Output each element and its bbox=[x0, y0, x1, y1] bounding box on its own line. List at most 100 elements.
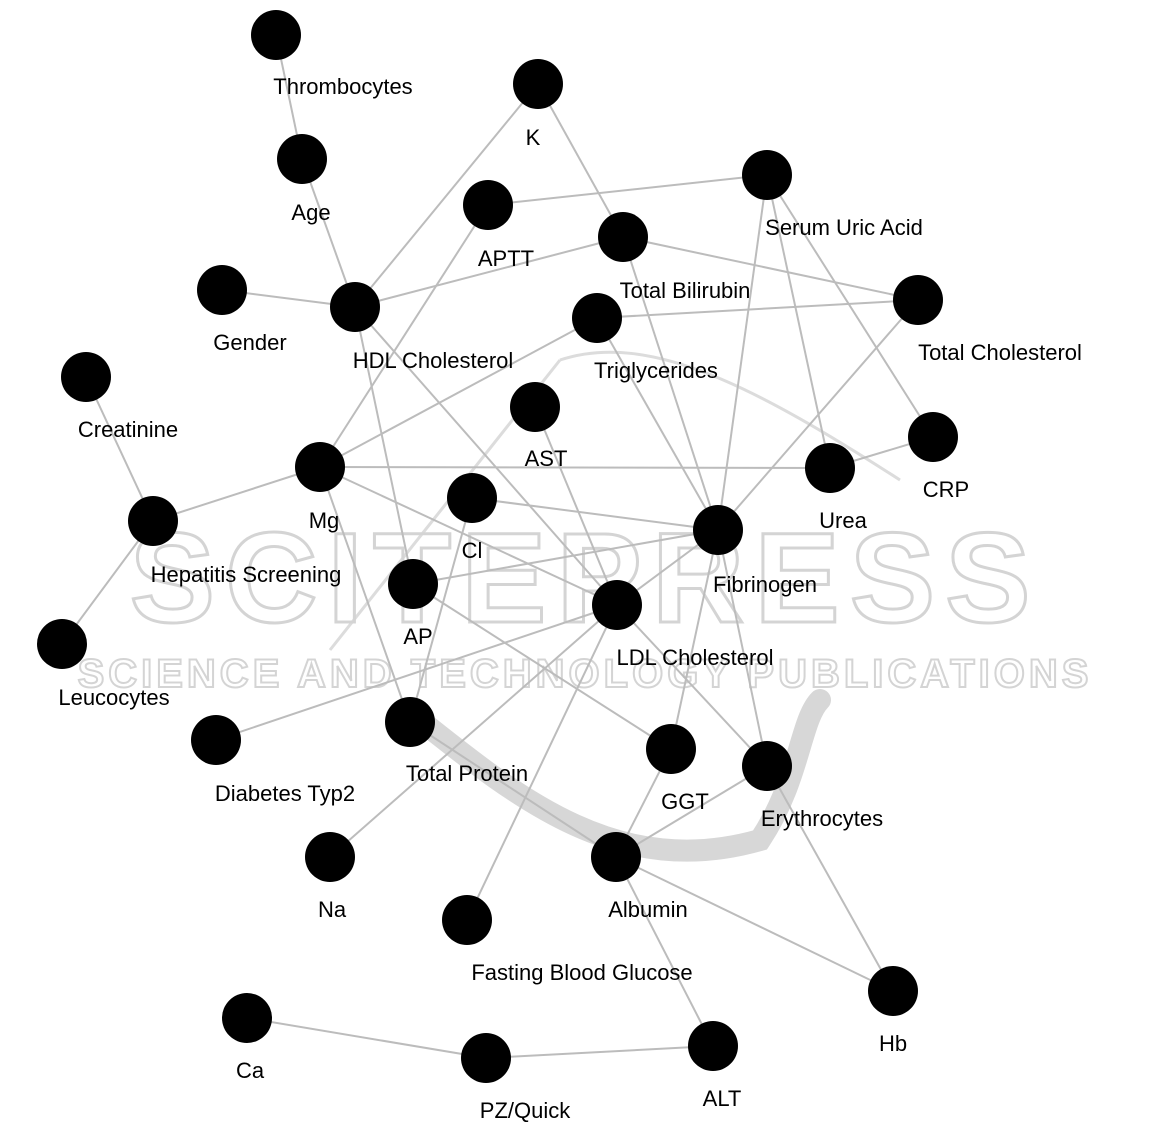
node-hepatitis_screening: Hepatitis Screening bbox=[128, 496, 341, 587]
node-albumin: Albumin bbox=[591, 832, 688, 922]
node-crp: CRP bbox=[908, 412, 969, 502]
edge-age-hdl_cholesterol bbox=[301, 158, 356, 308]
node-dot-triglycerides bbox=[572, 293, 622, 343]
node-label-leucocytes: Leucocytes bbox=[58, 685, 169, 710]
node-dot-k bbox=[513, 59, 563, 109]
edge-triglycerides-mg bbox=[319, 317, 598, 468]
node-label-k: K bbox=[526, 125, 541, 150]
node-label-total_protein: Total Protein bbox=[406, 761, 528, 786]
node-dot-urea bbox=[805, 443, 855, 493]
node-dot-total_cholesterol bbox=[893, 275, 943, 325]
edge-pz_quick-alt bbox=[485, 1045, 714, 1059]
node-label-fibrinogen: Fibrinogen bbox=[713, 572, 817, 597]
edge-hepatitis_screening-leucocytes bbox=[61, 520, 154, 645]
edge-ldl_cholesterol-erythrocytes bbox=[616, 604, 768, 767]
edge-mg-urea bbox=[319, 466, 831, 469]
node-dot-ldl_cholesterol bbox=[592, 580, 642, 630]
node-label-age: Age bbox=[291, 200, 330, 225]
edge-k-hdl_cholesterol bbox=[354, 83, 539, 308]
node-dot-total_protein bbox=[385, 697, 435, 747]
node-gender: Gender bbox=[197, 265, 287, 355]
node-dot-age bbox=[277, 134, 327, 184]
edge-total_cholesterol-fibrinogen bbox=[717, 299, 919, 531]
node-label-total_cholesterol: Total Cholesterol bbox=[918, 340, 1082, 365]
node-k: K bbox=[513, 59, 563, 150]
node-ast: AST bbox=[510, 382, 567, 471]
node-label-albumin: Albumin bbox=[608, 897, 687, 922]
edge-fibrinogen-ggt bbox=[670, 529, 719, 750]
edge-ca-pz_quick bbox=[246, 1017, 487, 1059]
node-dot-erythrocytes bbox=[742, 741, 792, 791]
node-triglycerides: Triglycerides bbox=[572, 293, 718, 383]
node-hdl_cholesterol: HDL Cholesterol bbox=[330, 282, 513, 373]
node-label-aptt: APTT bbox=[478, 246, 534, 271]
edge-ldl_cholesterol-fasting_blood_glucose bbox=[466, 604, 618, 921]
node-erythrocytes: Erythrocytes bbox=[742, 741, 883, 831]
node-fasting_blood_glucose: Fasting Blood Glucose bbox=[442, 895, 693, 985]
edge-ast-ldl_cholesterol bbox=[534, 406, 618, 606]
watermark-arc bbox=[559, 350, 901, 482]
node-dot-cl bbox=[447, 473, 497, 523]
node-serum_uric_acid: Serum Uric Acid bbox=[742, 150, 923, 240]
node-dot-total_bilirubin bbox=[598, 212, 648, 262]
node-label-ca: Ca bbox=[236, 1058, 265, 1083]
edge-aptt-mg bbox=[319, 204, 489, 468]
edge-mg-ldl_cholesterol bbox=[319, 466, 618, 606]
edge-ldl_cholesterol-diabetes_typ2 bbox=[215, 604, 618, 741]
node-dot-ast bbox=[510, 382, 560, 432]
node-thrombocytes: Thrombocytes bbox=[251, 10, 413, 99]
node-dot-na bbox=[305, 832, 355, 882]
node-total_protein: Total Protein bbox=[385, 697, 528, 786]
watermark-main-text: SCITEPRESS bbox=[130, 507, 1041, 650]
node-mg: Mg bbox=[295, 442, 345, 533]
node-ca: Ca bbox=[222, 993, 272, 1083]
node-age: Age bbox=[277, 134, 331, 225]
node-label-pz_quick: PZ/Quick bbox=[480, 1098, 571, 1122]
node-aptt: APTT bbox=[463, 180, 534, 271]
node-total_bilirubin: Total Bilirubin bbox=[598, 212, 750, 303]
node-dot-albumin bbox=[591, 832, 641, 882]
edge-albumin-alt bbox=[615, 856, 714, 1047]
node-label-crp: CRP bbox=[923, 477, 969, 502]
node-label-hdl_cholesterol: HDL Cholesterol bbox=[353, 348, 514, 373]
edge-aptt-serum_uric_acid bbox=[487, 174, 768, 206]
node-label-total_bilirubin: Total Bilirubin bbox=[620, 278, 751, 303]
node-dot-fibrinogen bbox=[693, 505, 743, 555]
node-dot-alt bbox=[688, 1021, 738, 1071]
node-dot-mg bbox=[295, 442, 345, 492]
node-label-urea: Urea bbox=[819, 508, 867, 533]
node-label-fasting_blood_glucose: Fasting Blood Glucose bbox=[471, 960, 692, 985]
node-dot-fasting_blood_glucose bbox=[442, 895, 492, 945]
node-label-cl: Cl bbox=[462, 538, 483, 563]
edge-total_protein-albumin bbox=[409, 721, 617, 858]
node-label-ast: AST bbox=[525, 446, 568, 471]
node-ldl_cholesterol: LDL Cholesterol bbox=[592, 580, 773, 670]
node-dot-serum_uric_acid bbox=[742, 150, 792, 200]
edge-creatinine-hepatitis_screening bbox=[85, 376, 154, 522]
watermark-sub-text: SCIENCE AND TECHNOLOGY PUBLICATIONS bbox=[78, 652, 1093, 696]
node-dot-hepatitis_screening bbox=[128, 496, 178, 546]
edge-total_bilirubin-fibrinogen bbox=[622, 236, 719, 531]
node-label-na: Na bbox=[318, 897, 347, 922]
node-label-ldl_cholesterol: LDL Cholesterol bbox=[617, 645, 774, 670]
edge-cl-fibrinogen bbox=[471, 497, 719, 531]
node-label-creatinine: Creatinine bbox=[78, 417, 178, 442]
node-label-ap: AP bbox=[403, 624, 432, 649]
node-dot-creatinine bbox=[61, 352, 111, 402]
node-label-hb: Hb bbox=[879, 1031, 907, 1056]
node-dot-pz_quick bbox=[461, 1033, 511, 1083]
edge-hdl_cholesterol-total_bilirubin bbox=[354, 236, 624, 308]
node-leucocytes: Leucocytes bbox=[37, 619, 170, 710]
edge-hdl_cholesterol-ap bbox=[354, 306, 414, 585]
node-hb: Hb bbox=[868, 966, 918, 1056]
edge-triglycerides-total_cholesterol bbox=[596, 299, 919, 319]
node-urea: Urea bbox=[805, 443, 868, 533]
node-dot-ggt bbox=[646, 724, 696, 774]
edge-albumin-hb bbox=[615, 856, 894, 992]
edge-total_bilirubin-total_cholesterol bbox=[622, 236, 919, 301]
node-total_cholesterol: Total Cholesterol bbox=[893, 275, 1082, 365]
node-ap: AP bbox=[388, 559, 438, 649]
node-pz_quick: PZ/Quick bbox=[461, 1033, 571, 1122]
node-label-erythrocytes: Erythrocytes bbox=[761, 806, 883, 831]
